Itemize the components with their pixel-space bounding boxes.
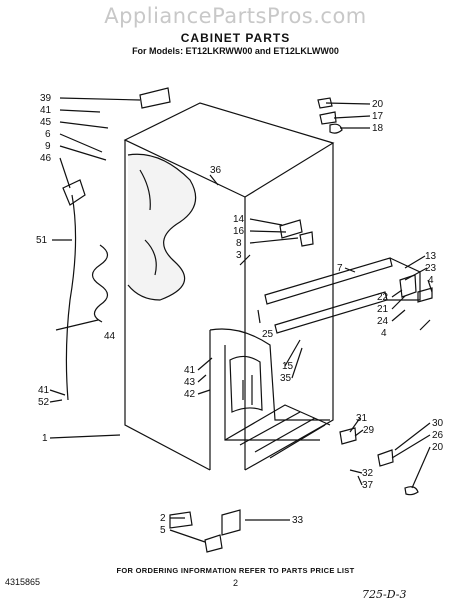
- callout-5: 5: [160, 525, 166, 536]
- callout-20: 20: [372, 99, 384, 110]
- callout-39: 39: [40, 93, 52, 104]
- page-number: 2: [232, 578, 238, 588]
- callout-41: 41: [40, 105, 52, 116]
- callout-14: 14: [233, 214, 245, 225]
- callout-8: 8: [236, 238, 242, 249]
- diagram-title: CABINET PARTS: [180, 31, 291, 45]
- document-code: 4315865: [5, 577, 41, 587]
- callout-9: 9: [45, 141, 51, 152]
- callout-3: 3: [236, 250, 242, 261]
- callout-20-lower: 20: [432, 442, 444, 453]
- callout-37: 37: [362, 480, 374, 491]
- callout-4: 4: [428, 275, 434, 286]
- callout-32: 32: [362, 468, 374, 479]
- callout-1: 1: [42, 433, 48, 444]
- handwritten-reference: 725-D-3: [362, 588, 407, 601]
- callout-42: 42: [184, 389, 196, 400]
- callout-23: 23: [425, 263, 437, 274]
- callout-2: 2: [160, 513, 166, 524]
- callout-16: 16: [233, 226, 245, 237]
- callout-21: 21: [377, 304, 389, 315]
- ordering-note: FOR ORDERING INFORMATION REFER TO PARTS …: [116, 566, 355, 575]
- callout-25: 25: [262, 329, 274, 340]
- callout-41-lower: 41: [38, 385, 50, 396]
- cabinet-drawing: [49, 87, 433, 553]
- callout-4-lower: 4: [381, 328, 387, 339]
- callout-7: 7: [337, 263, 343, 274]
- callout-6: 6: [45, 129, 51, 140]
- model-subtitle: For Models: ET12LKRWW00 and ET12LKLWW00: [132, 46, 339, 56]
- callout-18: 18: [372, 123, 384, 134]
- callout-41-mid: 41: [184, 365, 196, 376]
- callout-17: 17: [372, 111, 384, 122]
- callout-43: 43: [184, 377, 196, 388]
- callout-26: 26: [432, 430, 444, 441]
- callout-labels: 39 41 45 6 9 46 51 44 36 14 16 8 3 20 17…: [36, 93, 444, 536]
- callout-36: 36: [210, 165, 222, 176]
- callout-24: 24: [377, 316, 389, 327]
- callout-33: 33: [292, 515, 304, 526]
- callout-35: 35: [280, 373, 292, 384]
- callout-30: 30: [432, 418, 444, 429]
- callout-15: 15: [282, 361, 294, 372]
- callout-45: 45: [40, 117, 52, 128]
- callout-51: 51: [36, 235, 48, 246]
- callout-46: 46: [40, 153, 52, 164]
- callout-52: 52: [38, 397, 50, 408]
- callout-13: 13: [425, 251, 437, 262]
- callout-44: 44: [104, 331, 116, 342]
- callout-29: 29: [363, 425, 375, 436]
- watermark: AppliancePartsPros.com: [104, 4, 367, 28]
- callout-22: 22: [377, 292, 389, 303]
- callout-31: 31: [356, 413, 368, 424]
